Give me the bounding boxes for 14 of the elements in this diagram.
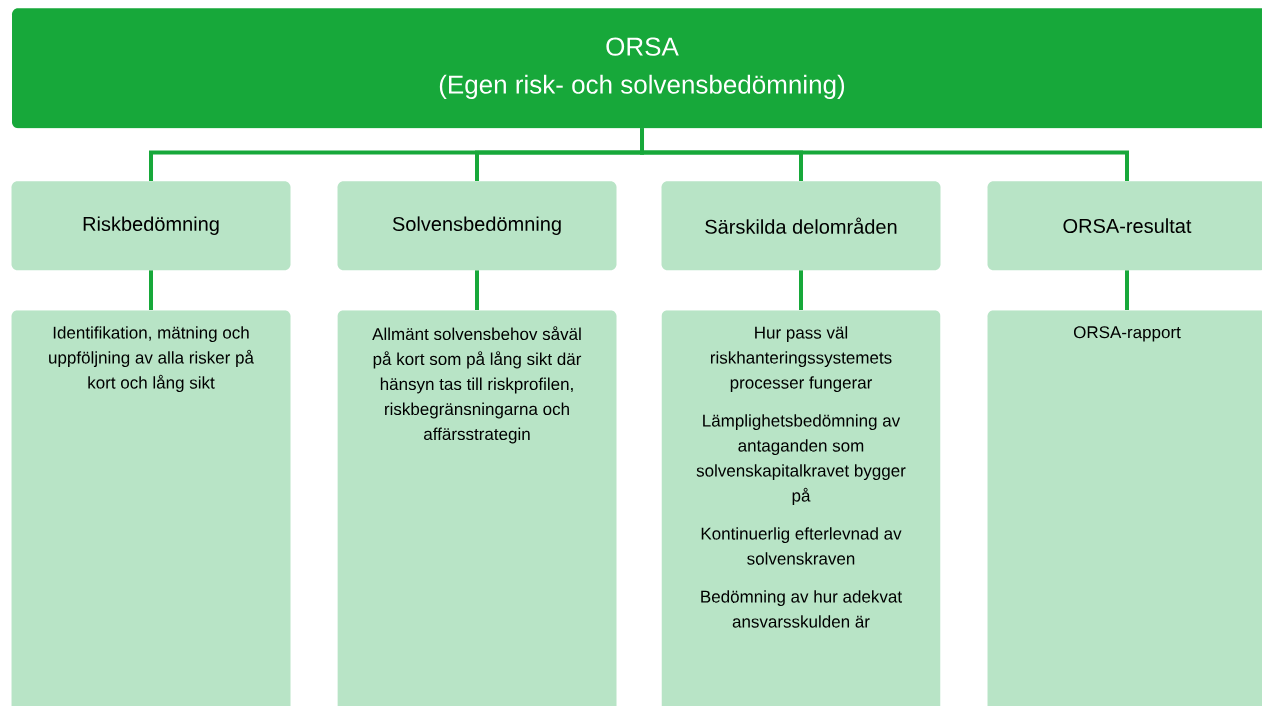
category-box: Särskilda delområden <box>661 181 941 271</box>
connector-line <box>475 270 479 310</box>
connector-line <box>1125 270 1129 310</box>
description-box: Allmänt solvensbehov såväl på kort som på lång sikt där hänsyn tas till riskprofilen, riskbegränsningarna och affärsstrategin <box>337 310 617 706</box>
description-box: Identifikation, mätning och uppföljning av alla risker på kort och lång sikt <box>11 310 291 706</box>
category-box: Solvensbedömning <box>337 181 617 271</box>
connector-line <box>149 270 153 310</box>
connector-line <box>640 128 1129 181</box>
category-box: Riskbedömning <box>11 181 291 271</box>
connector-line <box>799 270 803 310</box>
title-banner: ORSA (Egen risk- och solvensbedömning) <box>12 8 1262 129</box>
category-box: ORSA-resultat <box>987 181 1262 271</box>
description-box: ORSA-rapport <box>987 310 1262 706</box>
description-box: Hur pass väl riskhanteringssystemets processer fungerar Lämplighetsbedömning av antaganden som solvenskapitalkravet bygger på Kontinuerlig efterlevnad av solvenskraven Bedömning av hur adekvat ansvarsskulden är <box>661 310 941 706</box>
